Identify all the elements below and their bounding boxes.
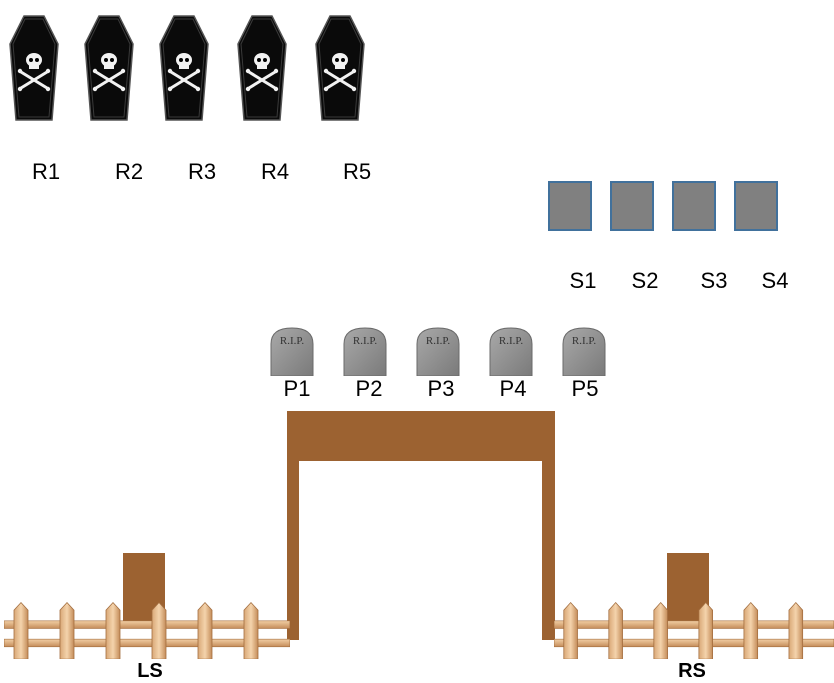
tombstone-engraving: R.I.P. [414, 335, 462, 347]
coffin-skull-icon [8, 14, 60, 124]
tombstone-icon: R.I.P. [341, 326, 389, 376]
coffin-label: R4 [261, 159, 289, 185]
tombstone-label: P1 [284, 376, 311, 402]
tombstone-icon: R.I.P. [414, 326, 462, 376]
coffin-skull-icon [314, 14, 366, 124]
picket-fence-icon [554, 601, 834, 659]
gate-lintel [287, 411, 555, 461]
left-side-label: LS [137, 660, 163, 683]
tombstone-engraving: R.I.P. [341, 335, 389, 347]
grey-square [548, 181, 592, 231]
tombstone-label: P2 [356, 376, 383, 402]
tombstone-engraving: R.I.P. [268, 335, 316, 347]
grey-square [610, 181, 654, 231]
coffin-skull-icon [236, 14, 288, 124]
tombstone-icon: R.I.P. [560, 326, 608, 376]
tombstone-engraving: R.I.P. [560, 335, 608, 347]
tombstone-engraving: R.I.P. [487, 335, 535, 347]
coffin-skull-icon [83, 14, 135, 124]
coffin-skull-icon [158, 14, 210, 124]
tombstone-label: P4 [500, 376, 527, 402]
square-label: S1 [570, 268, 597, 294]
tombstone-icon: R.I.P. [268, 326, 316, 376]
coffin-label: R2 [115, 159, 143, 185]
square-label: S4 [762, 268, 789, 294]
right-side-label: RS [678, 660, 706, 683]
picket-fence-icon [4, 601, 290, 659]
grey-square [672, 181, 716, 231]
coffin-label: R1 [32, 159, 60, 185]
coffin-label: R5 [343, 159, 371, 185]
tombstone-icon: R.I.P. [487, 326, 535, 376]
tombstone-label: P5 [572, 376, 599, 402]
grey-square [734, 181, 778, 231]
square-label: S3 [701, 268, 728, 294]
coffin-label: R3 [188, 159, 216, 185]
tombstone-label: P3 [428, 376, 455, 402]
square-label: S2 [632, 268, 659, 294]
